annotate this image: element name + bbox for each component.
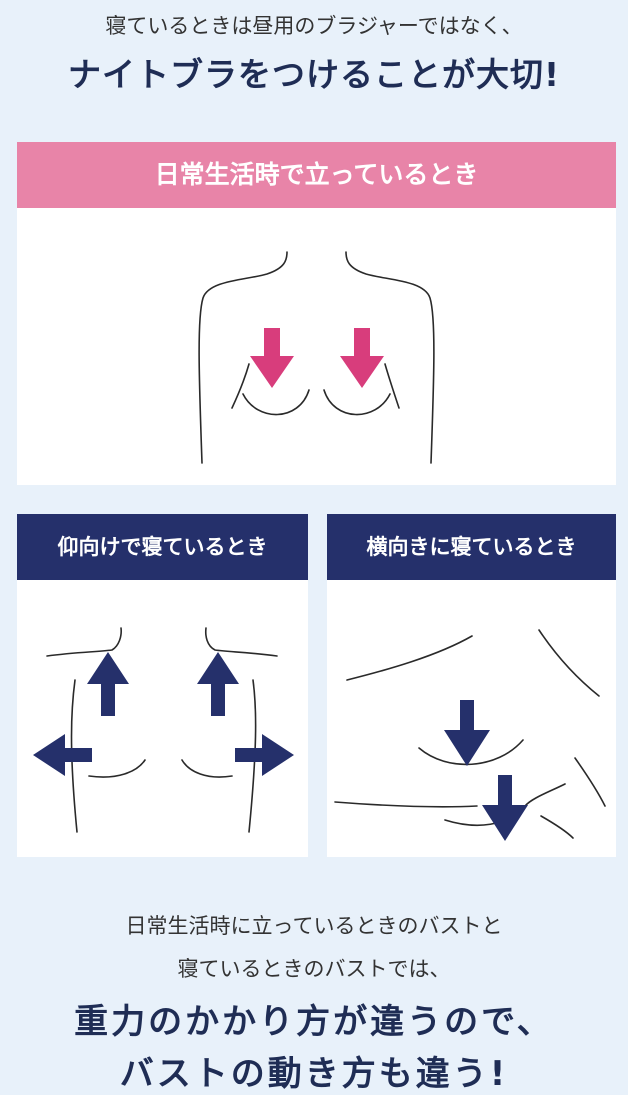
standing-panel-title: 日常生活時で立っているとき (17, 142, 616, 208)
up-arrow-icon (197, 652, 239, 716)
up-arrow-icon (87, 652, 129, 716)
standing-bust-illustration (198, 251, 435, 464)
lying-back-panel: 仰向けで寝ているとき (17, 514, 308, 857)
down-arrow-icon (482, 775, 528, 841)
lying-side-panel-title: 横向きに寝ているとき (327, 514, 616, 580)
down-arrow-icon (444, 700, 490, 766)
lying-back-panel-title: 仰向けで寝ているとき (17, 514, 308, 580)
right-arrow-icon (235, 734, 294, 776)
intro-text: 寝ているときは昼用のブラジャーではなく、 (105, 14, 523, 38)
down-arrow-icon (340, 328, 384, 388)
footer-line-1: 日常生活時に立っているときのバストと (125, 914, 503, 938)
lying-back-bust-illustration (33, 627, 294, 833)
footer-emphasis-1: 重力のかかり方が違うので、 (74, 1002, 554, 1042)
footer-line-2: 寝ているときのバストでは、 (177, 957, 451, 981)
footer-emphasis-2: バストの動き方も違う! (119, 1054, 509, 1094)
lying-side-bust-illustration (334, 629, 606, 841)
standing-panel: 日常生活時で立っているとき (17, 142, 616, 485)
headline: ナイトブラをつけることが大切! (67, 55, 561, 94)
down-arrow-icon (250, 328, 294, 388)
lying-side-panel: 横向きに寝ているとき (327, 514, 616, 857)
left-arrow-icon (33, 734, 92, 776)
